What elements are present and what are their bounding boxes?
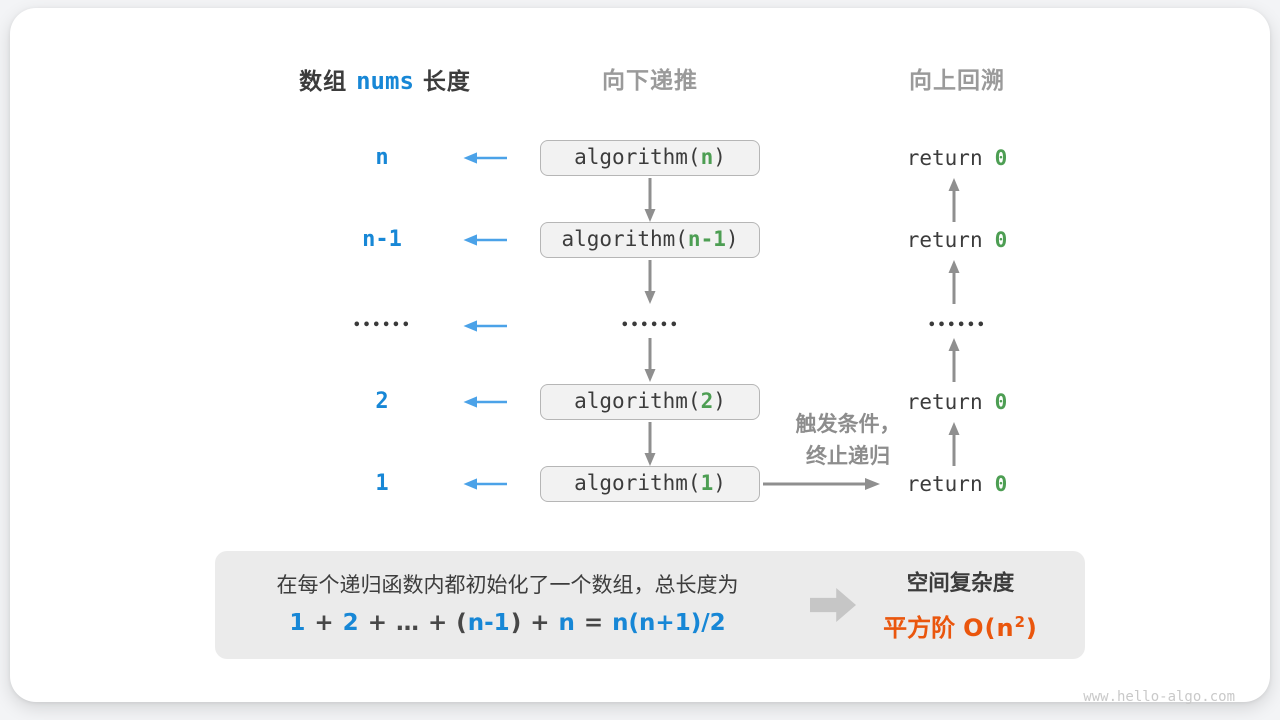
return-value: 0 (994, 228, 1008, 252)
left-arrow-icon (462, 477, 508, 491)
call-param: 2 (700, 389, 714, 413)
call-box-algorithm-1: algorithm(1) (540, 466, 760, 502)
formula-term: 1 (289, 610, 306, 636)
formula-result: n(n+1)/2 (612, 610, 726, 636)
right-arrow-icon (763, 477, 881, 491)
trigger-note-line2: 终止递归 (806, 444, 890, 468)
formula-term: 2 (342, 610, 359, 636)
trigger-note-line1: 触发条件， (795, 412, 901, 436)
return-keyword: return (906, 146, 983, 170)
call-prefix: algorithm( (561, 227, 688, 251)
call-box-algorithm-2: algorithm(2) (540, 384, 760, 420)
call-param: n (700, 145, 714, 169)
formula-ellipsis: … (395, 610, 419, 636)
column-header-array-length: 数组 nums 长度 (260, 66, 510, 96)
formula-op: = (583, 610, 604, 636)
return-statement: return 0 (877, 388, 1037, 416)
call-suffix: ) (725, 227, 739, 251)
complexity-order-label: 平方阶 (883, 614, 956, 642)
left-arrow-icon (462, 319, 508, 333)
left-arrow-icon (462, 395, 508, 409)
up-arrow-icon (948, 178, 960, 222)
expr-prefix: O(n (963, 614, 1015, 642)
return-value: 0 (994, 146, 1008, 170)
return-value: 0 (994, 390, 1008, 414)
return-statement: return 0 (877, 226, 1037, 254)
length-ellipsis: •••••• (352, 318, 412, 333)
formula-term: n (558, 610, 575, 636)
return-statement: return 0 (877, 144, 1037, 172)
figure-card: 数组 nums 长度 向下递推 向上回溯 n n-1 •••••• 2 1 al… (10, 8, 1270, 705)
formula-op: + (314, 610, 334, 636)
nums-code-label: nums (356, 67, 414, 95)
complexity-expression: O(n2) (963, 613, 1038, 642)
call-ellipsis: •••••• (620, 318, 680, 333)
expr-suffix: ) (1025, 614, 1038, 642)
length-label-n: n (375, 145, 389, 170)
left-arrow-icon (462, 151, 508, 165)
return-keyword: return (906, 390, 983, 414)
formula-op: + (427, 610, 448, 636)
call-suffix: ) (713, 389, 726, 413)
call-prefix: algorithm( (574, 471, 701, 495)
up-arrow-icon (948, 422, 960, 466)
formula-op: + (367, 610, 387, 636)
formula-paren: ( (456, 610, 467, 636)
return-value: 0 (994, 472, 1008, 496)
space-complexity-title: 空间复杂度 (906, 571, 1015, 596)
call-suffix: ) (713, 145, 726, 169)
length-label: 长度 (422, 69, 471, 95)
length-label-1: 1 (375, 471, 389, 496)
array-label: 数组 (299, 69, 348, 95)
formula-paren: ) (510, 610, 522, 636)
down-arrow-icon (644, 422, 656, 466)
length-label-2: 2 (375, 389, 389, 414)
formula-term: n-1 (467, 610, 510, 636)
down-arrow-icon (644, 338, 656, 382)
summary-panel (215, 551, 1085, 659)
column-header-recurse-down: 向下递推 (602, 68, 698, 94)
summary-formula: 1 +2 + … + (n-1) + n = n(n+1)/2 (235, 608, 780, 638)
call-param: n-1 (687, 227, 726, 251)
return-ellipsis: •••••• (927, 318, 987, 333)
trigger-note: 触发条件， 终止递归 (778, 408, 918, 472)
return-keyword: return (906, 228, 983, 252)
call-box-algorithm-n: algorithm(n) (540, 140, 760, 176)
up-arrow-icon (948, 338, 960, 382)
up-arrow-icon (948, 260, 960, 304)
call-param: 1 (700, 471, 714, 495)
left-arrow-icon (462, 233, 508, 247)
down-arrow-icon (644, 260, 656, 304)
down-arrow-icon (644, 178, 656, 222)
call-prefix: algorithm( (574, 389, 701, 413)
length-label-n-1: n-1 (362, 227, 402, 252)
return-keyword: return (906, 472, 983, 496)
summary-description: 在每个递归函数内都初始化了一个数组，总长度为 (276, 573, 739, 597)
formula-op: + (530, 610, 550, 636)
watermark: www.hello-algo.com (1083, 689, 1235, 705)
call-suffix: ) (713, 471, 726, 495)
call-prefix: algorithm( (574, 145, 701, 169)
call-box-algorithm-n-1: algorithm(n-1) (540, 222, 760, 258)
column-header-backtrack-up: 向上回溯 (909, 68, 1005, 94)
return-statement: return 0 (877, 470, 1037, 498)
expr-exponent: 2 (1014, 613, 1026, 631)
